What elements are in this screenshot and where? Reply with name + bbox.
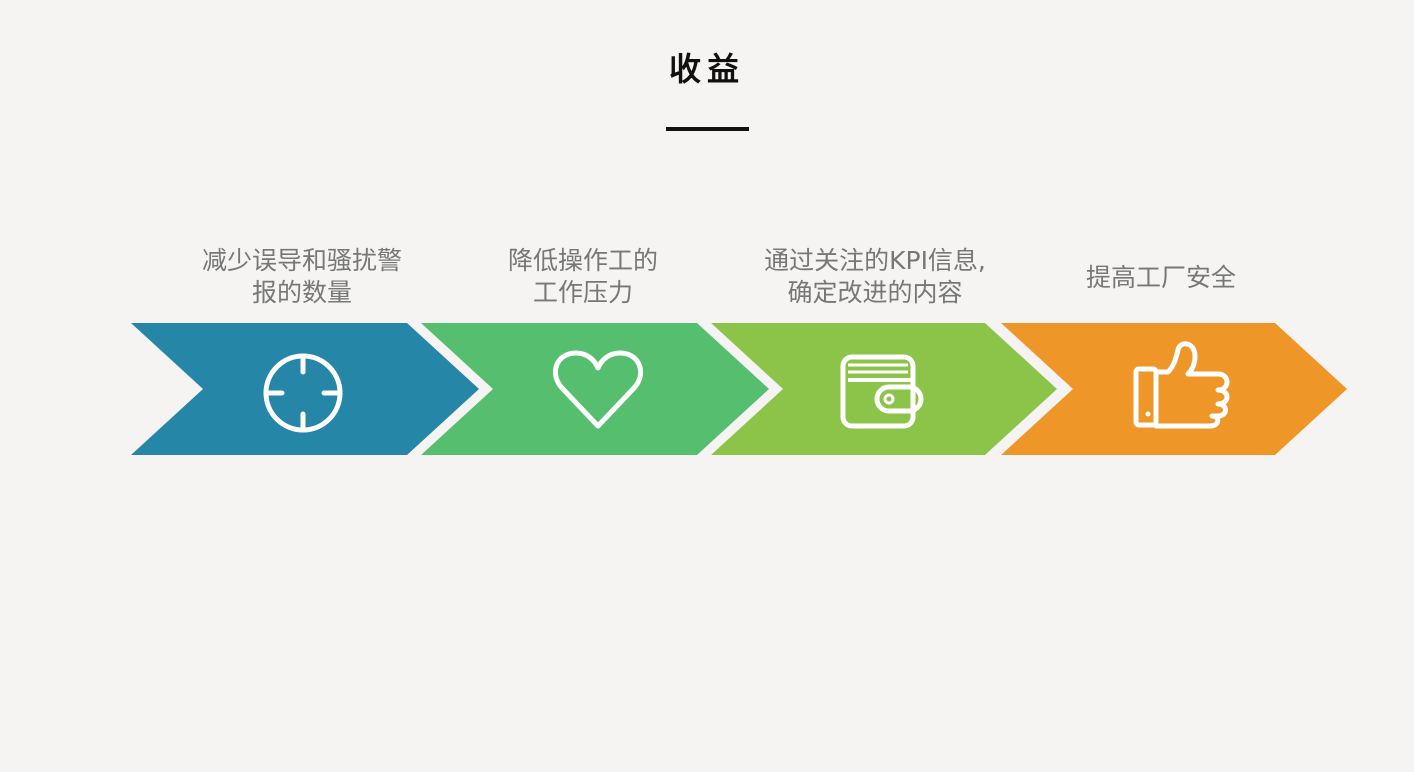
step-1-label: 减少误导和骚扰警 报的数量: [201, 246, 402, 307]
step-4-label: 提高工厂安全: [1085, 263, 1236, 292]
page-title: 收益: [668, 50, 745, 88]
step-2-chevron: [421, 323, 769, 455]
step-1-chevron: [131, 323, 479, 455]
step-4-chevron: [1001, 323, 1347, 455]
step-3-label: 通过关注的KPI信息, 确定改进的内容: [764, 246, 986, 307]
thumbs-up-icon: [1133, 341, 1230, 429]
heart-icon: [552, 350, 644, 429]
crosshair-icon: [263, 353, 343, 433]
wallet-icon: [840, 354, 924, 429]
step-2-label: 降低操作工的 工作压力: [507, 246, 658, 307]
title-underline: [666, 127, 749, 131]
